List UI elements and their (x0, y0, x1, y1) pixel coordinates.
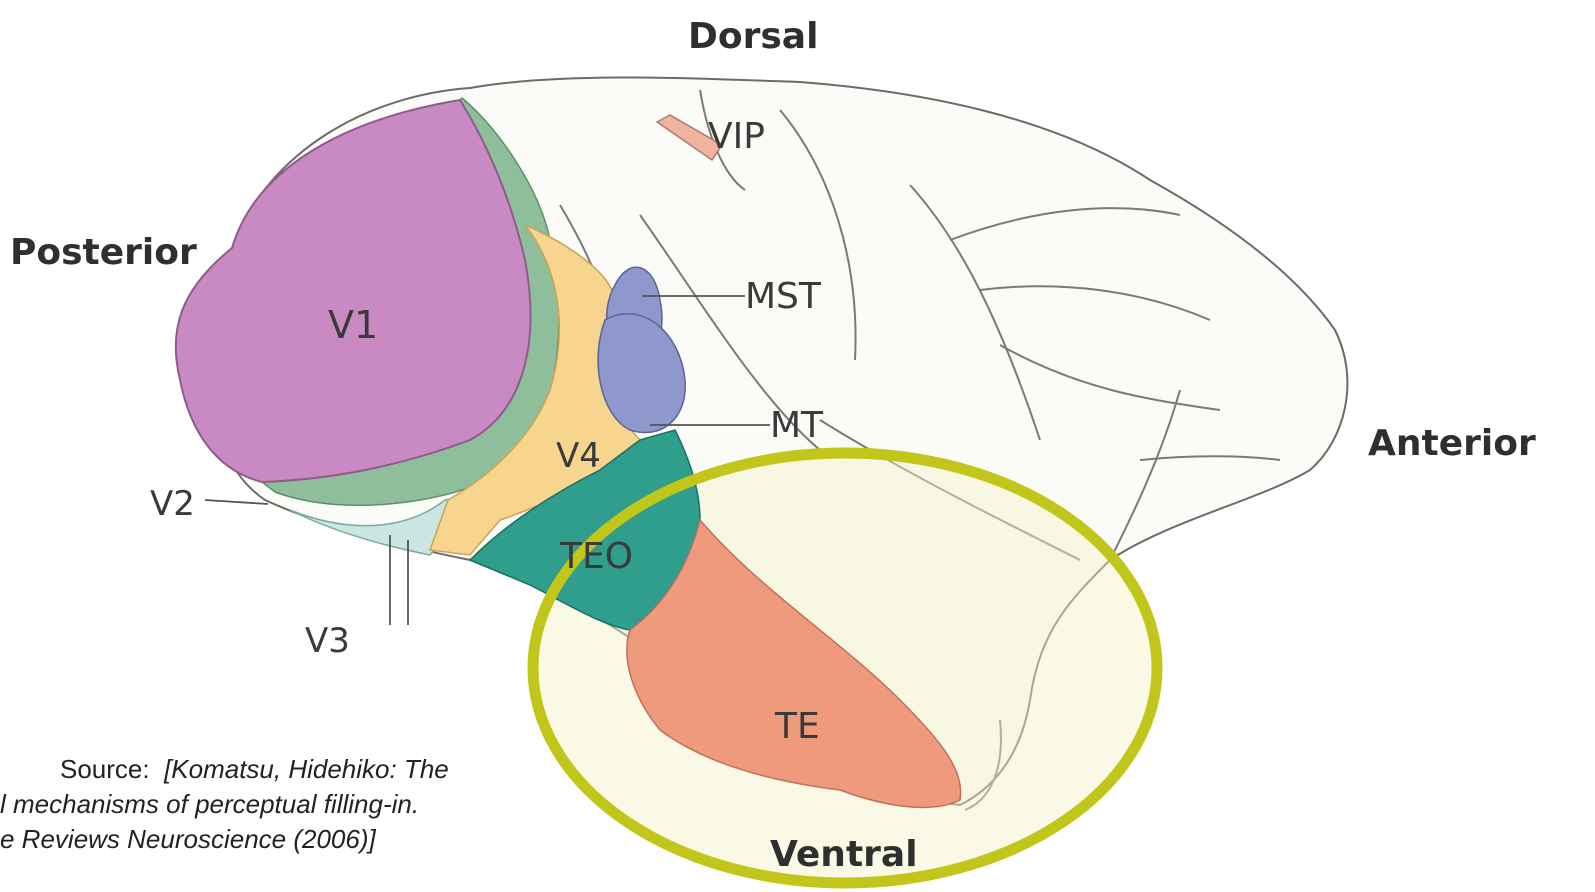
source-line-3-text: e Reviews Neuroscience (2006)] (0, 824, 376, 854)
label-v3: V3 (305, 621, 350, 661)
source-citation: Source: [Komatsu, Hidehiko: The l mechan… (0, 752, 600, 857)
label-ventral: Ventral (770, 834, 918, 875)
source-line-2-text: l mechanisms of perceptual filling-in. (0, 789, 419, 819)
label-anterior: Anterior (1368, 423, 1536, 464)
label-mt: MT (770, 405, 824, 446)
label-v1: V1 (328, 303, 378, 347)
label-te: TE (774, 706, 820, 747)
source-line-1: Source: [Komatsu, Hidehiko: The (0, 752, 600, 787)
source-line-2: l mechanisms of perceptual filling-in. (0, 787, 600, 822)
label-posterior: Posterior (10, 232, 197, 273)
source-title: [Komatsu, Hidehiko: The (164, 754, 449, 784)
source-prefix: Source: (60, 754, 150, 784)
label-v2: V2 (150, 484, 195, 524)
label-mst: MST (745, 276, 822, 317)
v1-area (176, 100, 531, 482)
label-vip: VIP (708, 116, 765, 157)
label-v4: V4 (556, 436, 601, 476)
label-teo: TEO (559, 536, 633, 577)
source-line-3: e Reviews Neuroscience (2006)] (0, 822, 600, 857)
label-dorsal: Dorsal (688, 16, 818, 57)
